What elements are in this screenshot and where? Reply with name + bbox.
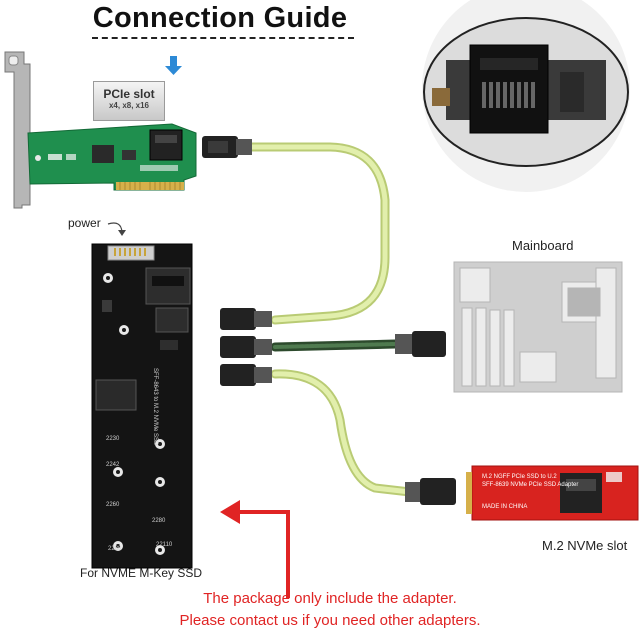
svg-text:2242: 2242 (106, 462, 120, 468)
power-label: power (68, 216, 101, 230)
connector-closeup (422, 0, 630, 192)
cable-connectors (202, 136, 456, 505)
svg-text:MADE IN CHINA: MADE IN CHINA (482, 504, 527, 510)
mainboard-label: Mainboard (512, 238, 574, 253)
title-underline (92, 37, 354, 39)
package-note: The package only include the adapter. Pl… (120, 588, 540, 632)
pcie-card (4, 51, 197, 209)
note-line-1: The package only include the adapter. (203, 590, 457, 607)
down-arrow-icon (165, 56, 182, 75)
pcie-lanes-text: x4, x8, x16 (108, 101, 150, 110)
m2-slot-label: M.2 NVMe slot (542, 538, 628, 553)
svg-text:22110: 22110 (156, 542, 173, 548)
svg-text:2280: 2280 (152, 518, 166, 524)
note-line-2: Please contact us if you need other adap… (179, 612, 481, 629)
pcie-slot-label: PCIe slot x4, x8, x16 (93, 81, 165, 121)
page-title: Connection Guide (92, 2, 348, 34)
power-arrow-icon (107, 222, 126, 236)
svg-text:2230: 2230 (106, 436, 120, 442)
svg-text:M.2 NGFF PCIe SSD to U.2: M.2 NGFF PCIe SSD to U.2 (482, 474, 557, 480)
svg-text:2260: 2260 (106, 502, 120, 508)
svg-text:SFF-8643 to M.2 NVMe SSD: SFF-8643 to M.2 NVMe SSD (152, 368, 158, 446)
cables (243, 142, 415, 497)
adapter-label: For NVME M-Key SSD (80, 566, 203, 580)
svg-text:2280: 2280 (108, 546, 122, 552)
pcie-slot-text: PCIe slot (103, 87, 155, 101)
svg-text:SFF-8639 NVMe PCIe SSD Adapter: SFF-8639 NVMe PCIe SSD Adapter (482, 482, 578, 488)
red-arrow-icon (220, 500, 290, 598)
m2-adapter-board: 2230 2242 2260 2280 2280 22110 SFF-8643 … (91, 243, 193, 569)
m2-red-card: M.2 NGFF PCIe SSD to U.2 SFF-8639 NVMe P… (466, 465, 639, 521)
mainboard (453, 261, 623, 393)
